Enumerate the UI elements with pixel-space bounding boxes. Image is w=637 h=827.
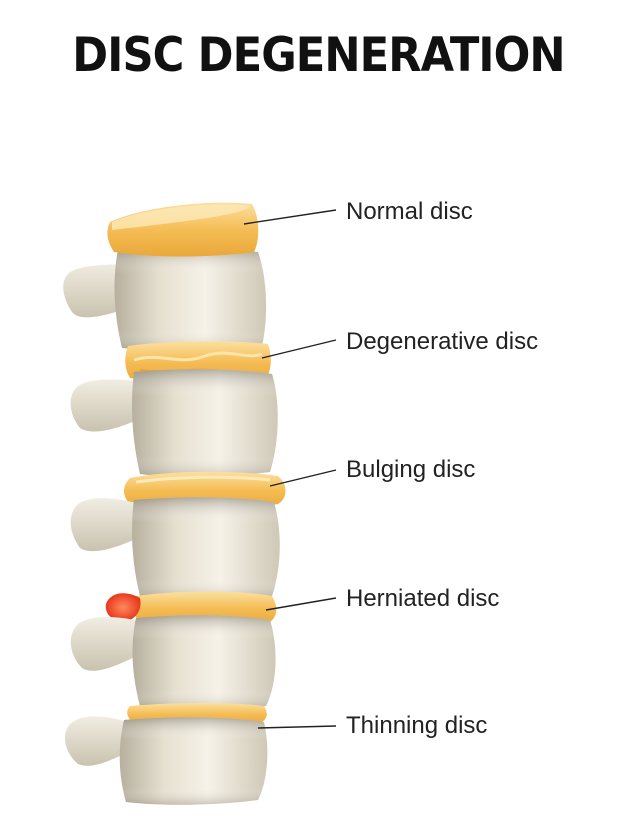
normal-disc [107,202,259,257]
spinous-process-4 [70,617,144,671]
label-normal-disc: Normal disc [346,198,473,225]
vertebra-4 [70,615,276,709]
leader-line-herniated [265,597,337,611]
spinous-process-3 [70,498,146,552]
vertebra-5 [64,716,268,805]
vertebra-1 [63,247,267,351]
label-bulging-disc: Bulging disc [346,456,476,483]
leader-line-bulging [269,469,337,487]
vertebra-3 [70,497,280,599]
label-degenerative-disc: Degenerative disc [346,328,539,355]
label-herniated-disc: Herniated disc [346,585,500,612]
spinous-process-5 [64,716,136,766]
leader-line-thinning [257,725,337,729]
vertebra-2 [70,369,278,477]
spinous-process-2 [70,379,150,432]
label-thinning-disc: Thinning disc [346,712,488,739]
herniation-bulge [105,593,141,622]
leader-line-normal [243,209,337,225]
diagram-title: DISC DEGENERATION [72,28,565,83]
leader-line-degenerative [261,339,337,359]
